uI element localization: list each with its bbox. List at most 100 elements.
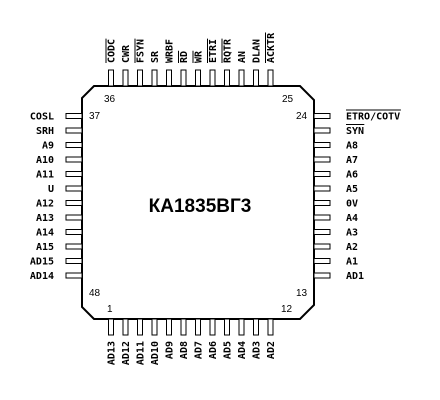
pin-right-a6: [313, 171, 331, 177]
pin-right-a3: [313, 229, 331, 235]
pin-top-fsyn: [137, 69, 143, 87]
pin-label-a7: A7: [346, 155, 358, 166]
pin-top-cwr: [122, 69, 129, 87]
pin-label-a3: A3: [346, 228, 358, 239]
pin-label-a13: A13: [36, 213, 54, 224]
pin-top-etri: [209, 69, 216, 87]
pin-left-a14: [65, 229, 83, 235]
pin-left-a11: [65, 171, 83, 177]
pin-bottom-ad12: [122, 318, 129, 336]
pin-label-wrbf: WRBF: [165, 39, 176, 63]
pin-left-a12: [65, 200, 83, 206]
pin-number-12: 12: [281, 304, 293, 315]
pin-top-rqtr: [224, 69, 230, 87]
pin-label-a11: A11: [36, 170, 54, 181]
pin-label-ad13: AD13: [107, 341, 118, 365]
pin-label-ad10: AD10: [150, 341, 161, 365]
pin-right-0v: [313, 200, 331, 206]
pin-right-a5: [313, 185, 331, 192]
pin-left-a15: [65, 243, 83, 250]
pin-label-etri: ETRI: [208, 39, 219, 63]
pin-right-a4: [313, 214, 331, 221]
pin-label-ad5: AD5: [223, 341, 234, 359]
pin-bottom-ad9: [166, 318, 172, 336]
pin-label-ad3: AD3: [252, 341, 263, 359]
pin-number-13: 13: [296, 288, 308, 299]
pin-top-acktr: [267, 69, 274, 87]
pin-label-u: U: [48, 184, 54, 195]
pin-label-a14: A14: [36, 228, 54, 239]
pin-label-0v: 0V: [346, 199, 358, 210]
pin-label-fsyn: FSYN: [136, 39, 147, 63]
pin-top-rd: [180, 69, 187, 87]
pin-label-acktr: ACKTR: [266, 32, 277, 63]
pin-label-ad14: AD14: [30, 271, 54, 282]
pin-label-a10: A10: [36, 155, 54, 166]
pin-bottom-ad6: [209, 318, 216, 336]
pin-label-ad9: AD9: [165, 341, 176, 359]
pin-label-syn: SYN: [346, 126, 364, 137]
pin-label-ad7: AD7: [194, 341, 205, 359]
pin-label-cwr: CWR: [121, 44, 132, 63]
pin-right-a7: [313, 156, 331, 163]
pin-top-wr: [195, 69, 201, 87]
pin-bottom-ad2: [267, 318, 274, 336]
pin-label-cosl: COSL: [30, 112, 54, 123]
pin-bottom-ad5: [224, 318, 230, 336]
pins-group: [65, 69, 331, 336]
pin-bottom-ad8: [180, 318, 187, 336]
pin-number-1: 1: [107, 304, 113, 315]
pin-label-a2: A2: [346, 242, 358, 253]
pin-right-a2: [313, 243, 331, 250]
pin-bottom-ad13: [108, 318, 114, 336]
pin-bottom-ad3: [253, 318, 259, 336]
pin-label-a12: A12: [36, 199, 54, 210]
pin-left-a10: [65, 156, 83, 163]
pin-label-srh: SRH: [36, 126, 54, 137]
pin-label-ad4: AD4: [237, 341, 248, 359]
pin-label-rqtr: RQTR: [223, 38, 234, 63]
pin-label-an: AN: [237, 51, 248, 63]
pin-right-ad1: [313, 272, 331, 279]
pin-label-a8: A8: [346, 141, 358, 152]
pin-top-sr: [151, 69, 158, 87]
pin-label-rd: RD: [179, 51, 190, 63]
pin-left-srh: [65, 127, 83, 134]
pin-label-a5: A5: [346, 184, 358, 195]
pin-label-wr: WR: [194, 50, 205, 63]
pin-label-dlan: DLAN: [252, 39, 263, 63]
pin-label-ad6: AD6: [208, 341, 219, 359]
chip-body: [81, 85, 315, 320]
pin-label-ad1: AD1: [346, 271, 364, 282]
pin-label-a15: A15: [36, 242, 54, 253]
pin-left-cosl: [65, 113, 83, 119]
pin-label-codc: CODC: [107, 39, 118, 63]
pin-number-37: 37: [89, 111, 101, 122]
pin-label-a4: A4: [346, 213, 358, 224]
pin-top-an: [238, 69, 245, 87]
pin-label-a9: A9: [42, 141, 54, 152]
pin-label-ad12: AD12: [121, 341, 132, 365]
pin-label-ad15: AD15: [30, 257, 54, 268]
pin-number-48: 48: [89, 288, 101, 299]
pin-top-dlan: [253, 69, 259, 87]
pin-left-a13: [65, 214, 83, 221]
pin-right-syn: [313, 127, 331, 134]
chip-title: КА1835ВГ3: [149, 196, 252, 217]
pin-bottom-ad11: [137, 318, 143, 336]
pin-right-a1: [313, 258, 331, 264]
pin-bottom-ad7: [195, 318, 201, 336]
pin-label-a1: A1: [346, 257, 358, 268]
pin-label-ad11: AD11: [136, 341, 147, 365]
pin-left-a9: [65, 142, 83, 148]
pin-right-etro-cotv: [313, 113, 331, 119]
pin-bottom-ad4: [238, 318, 245, 336]
pin-label-etro-cotv: ETRO/COTV: [346, 112, 400, 123]
pin-number-36: 36: [104, 94, 116, 105]
pin-left-u: [65, 185, 83, 192]
pin-top-wrbf: [166, 69, 172, 87]
pin-left-ad14: [65, 272, 83, 279]
pin-label-ad2: AD2: [266, 341, 277, 359]
